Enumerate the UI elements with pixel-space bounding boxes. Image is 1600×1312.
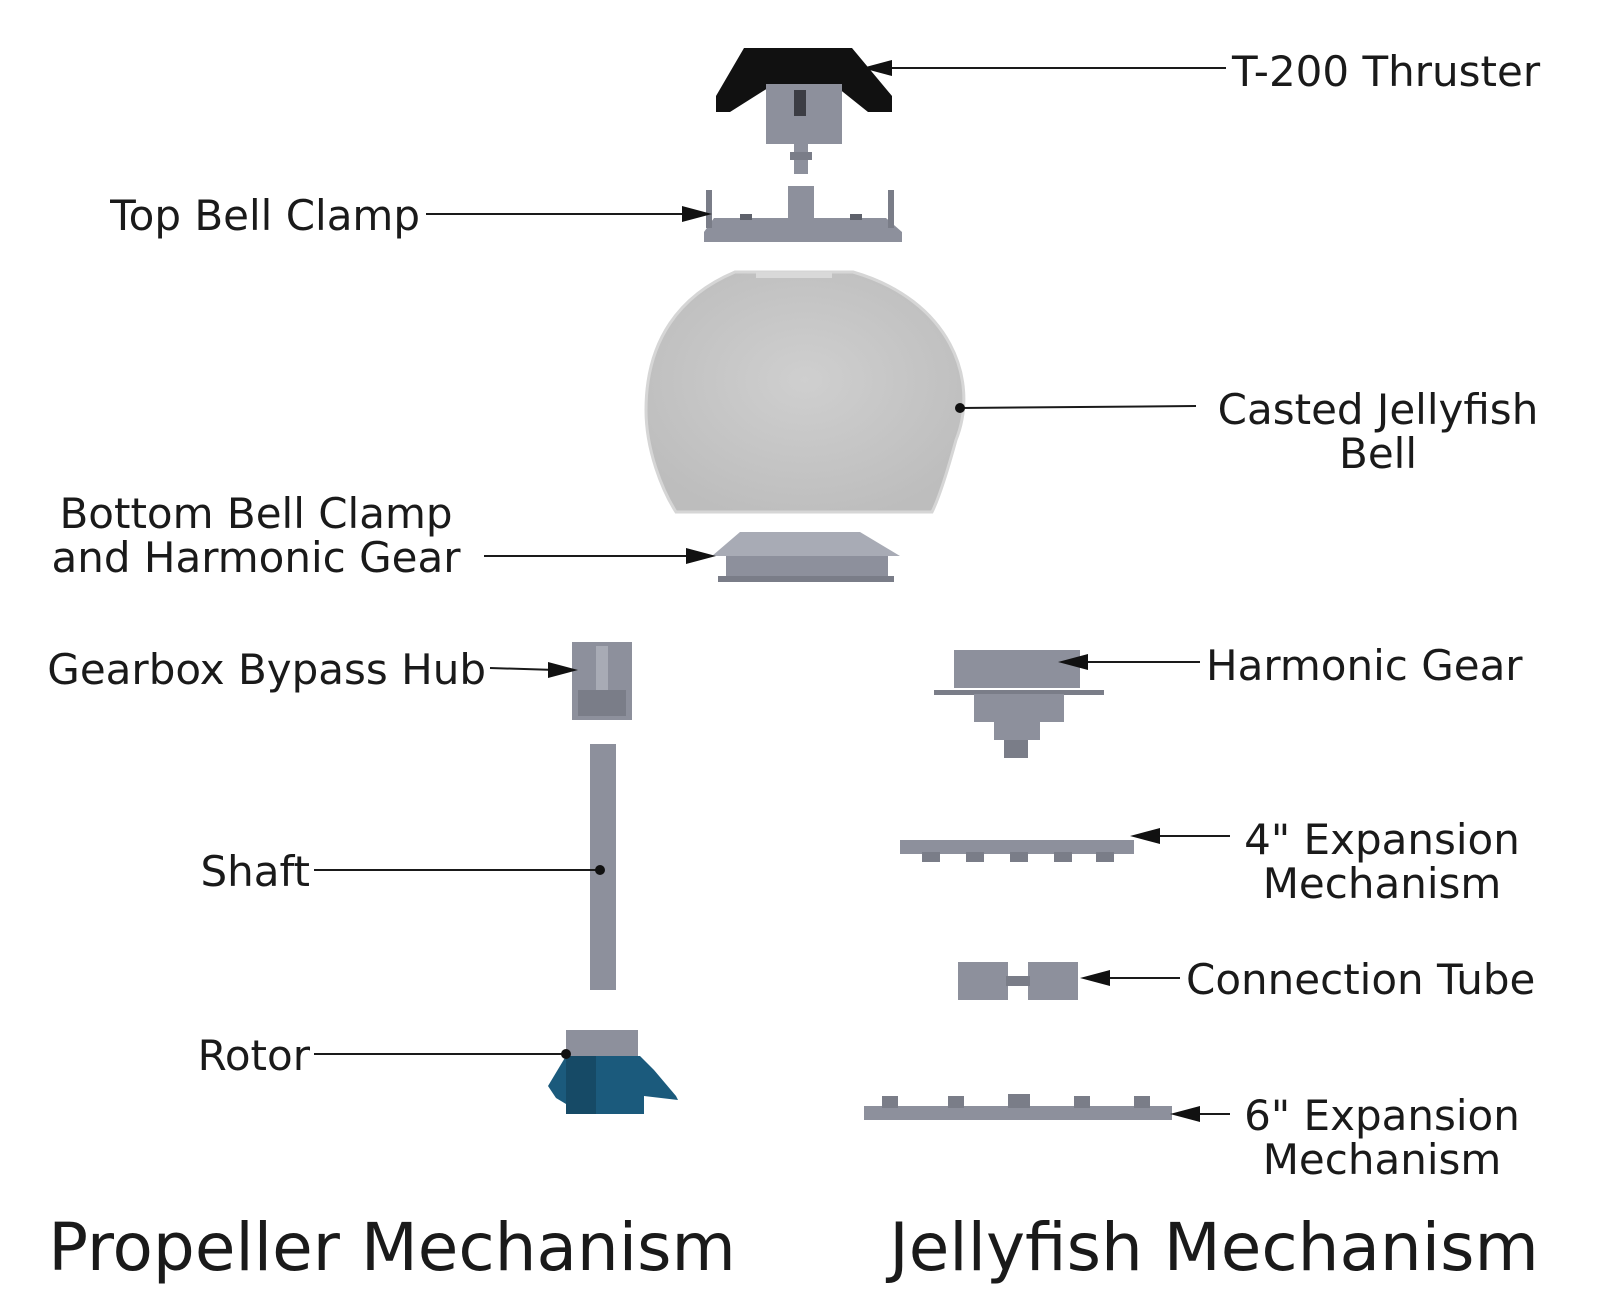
top-bell-clamp-part	[704, 186, 902, 242]
leader-bottom-clamp	[484, 548, 716, 564]
section-title-jellyfish: Jellyfish Mechanism	[885, 1209, 1539, 1286]
label-rotor: Rotor	[198, 1031, 311, 1080]
connection-tube-part	[958, 962, 1078, 1000]
label-expansion-4in-line2: Mechanism	[1263, 859, 1502, 908]
label-expansion-4in-line1: 4" Expansion	[1244, 815, 1520, 864]
label-gearbox-bypass-hub: Gearbox Bypass Hub	[47, 645, 486, 694]
leader-rotor	[314, 1049, 571, 1059]
label-casted-bell-line1: Casted Jellyfish	[1218, 385, 1539, 434]
t200-thruster-part	[716, 48, 892, 174]
expansion-4in-part	[900, 840, 1134, 862]
section-title-propeller: Propeller Mechanism	[48, 1209, 736, 1286]
label-harmonic-gear: Harmonic Gear	[1206, 641, 1523, 690]
leader-harmonic-gear	[1058, 654, 1200, 670]
jellyfish-bell-part	[644, 270, 966, 514]
label-shaft: Shaft	[200, 847, 310, 896]
leader-expansion-6in	[1170, 1106, 1230, 1122]
leader-gearbox-bypass-hub	[489, 662, 578, 678]
bottom-bell-clamp-part	[712, 532, 900, 582]
expansion-6in-part	[864, 1094, 1172, 1120]
leader-t200-thruster	[862, 60, 1226, 76]
label-bottom-clamp-line2: and Harmonic Gear	[52, 533, 462, 582]
label-expansion-6in-line2: Mechanism	[1263, 1135, 1502, 1184]
label-connection-tube: Connection Tube	[1186, 955, 1535, 1004]
label-casted-bell-line2: Bell	[1339, 429, 1417, 478]
leader-casted-bell	[955, 403, 1197, 413]
label-t200-thruster: T-200 Thruster	[1231, 47, 1541, 96]
rotor-part	[548, 1030, 678, 1114]
label-bottom-clamp-line1: Bottom Bell Clamp	[59, 489, 452, 538]
label-top-bell-clamp: Top Bell Clamp	[109, 191, 420, 240]
gearbox-bypass-hub-part	[572, 642, 632, 720]
label-expansion-6in-line1: 6" Expansion	[1244, 1091, 1520, 1140]
leader-expansion-4in	[1130, 828, 1230, 844]
leader-connection-tube	[1080, 970, 1180, 986]
leader-top-bell-clamp	[426, 206, 712, 222]
leader-shaft	[314, 865, 605, 875]
harmonic-gear-part	[934, 650, 1104, 758]
